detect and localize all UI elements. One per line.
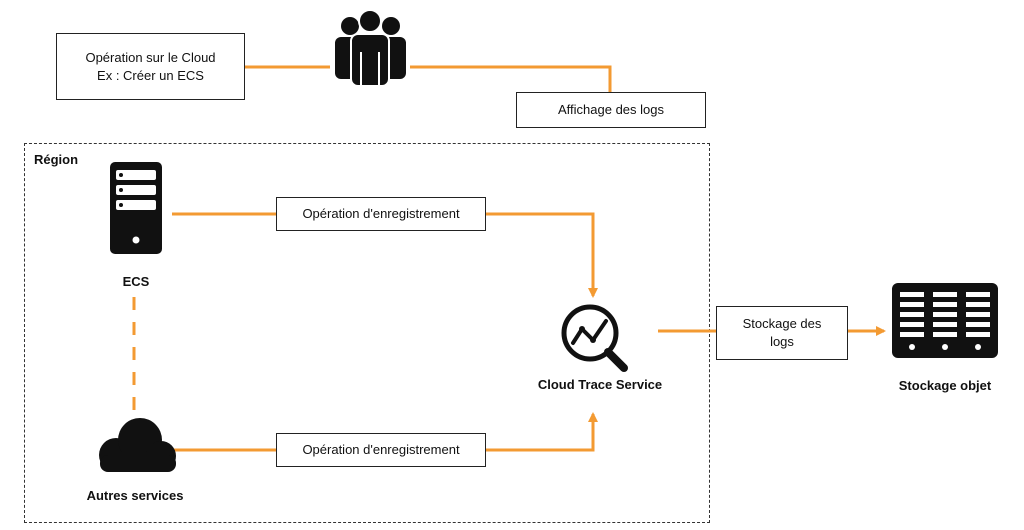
server-icon xyxy=(110,162,162,254)
cloud-icon xyxy=(99,418,176,472)
cloud-trace-label: Cloud Trace Service xyxy=(537,377,663,392)
arrow-record-top-to-trace xyxy=(486,212,598,298)
storage-rack-icon xyxy=(892,283,998,358)
cloud-operation-line1: Opération sur le Cloud xyxy=(85,49,216,65)
trace-magnifier-icon xyxy=(561,304,628,372)
connector-users-to-log-display xyxy=(410,65,612,92)
record-operation-bottom-label: Opération d'enregistrement xyxy=(302,442,460,457)
log-storage-line2: logs xyxy=(770,334,794,349)
record-operation-bottom-box: Opération d'enregistrement xyxy=(276,433,486,467)
cloud-operation-box: Opération sur le Cloud Ex : Créer un ECS xyxy=(56,33,245,100)
log-storage-line1: Stockage des xyxy=(742,316,822,331)
record-operation-top-label: Opération d'enregistrement xyxy=(302,206,460,221)
cloud-operation-line2: Ex : Créer un ECS xyxy=(97,67,204,83)
region-container xyxy=(24,143,710,523)
users-group-icon xyxy=(335,9,406,87)
arrow-record-bottom-to-trace xyxy=(486,412,598,452)
log-display-label: Affichage des logs xyxy=(558,102,664,117)
region-label: Région xyxy=(34,152,79,167)
ecs-label: ECS xyxy=(122,274,150,289)
object-storage-label: Stockage objet xyxy=(898,378,992,393)
record-operation-top-box: Opération d'enregistrement xyxy=(276,197,486,231)
other-services-label: Autres services xyxy=(86,488,184,503)
log-display-box: Affichage des logs xyxy=(516,92,706,128)
log-storage-box: Stockage des logs xyxy=(716,306,848,360)
